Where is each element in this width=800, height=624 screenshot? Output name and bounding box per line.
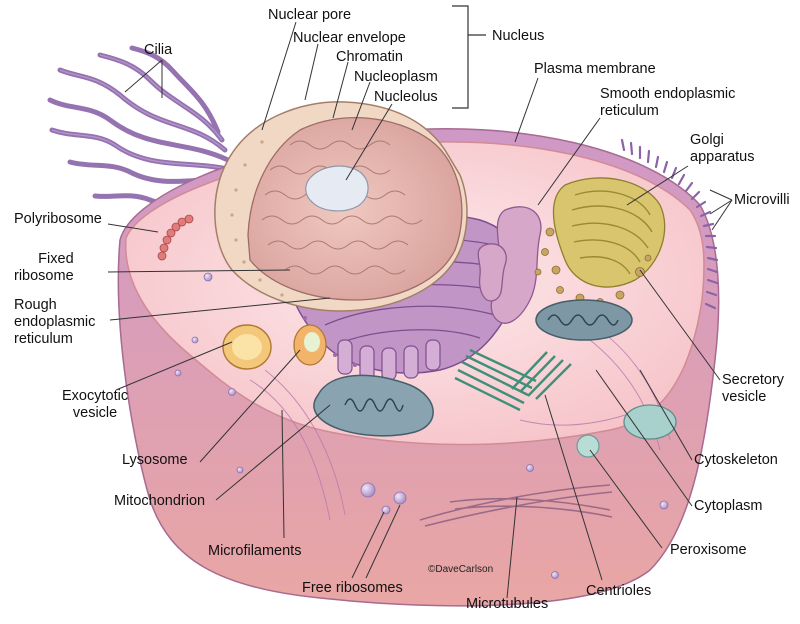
leader-lines	[107, 21, 733, 599]
label-centrioles: Centrioles	[586, 583, 652, 599]
label-fixed-ribosome: Fixed ribosome	[14, 251, 74, 284]
nucleus-bracket	[452, 5, 486, 109]
label-rough-er: Rough endoplasmic reticulum	[14, 297, 96, 347]
golgi-body	[534, 177, 666, 316]
label-nucleolus: Nucleolus	[374, 89, 438, 105]
label-smooth-er: Smooth endoplasmic reticulum	[600, 86, 736, 119]
label-nuclear-pore: Nuclear pore	[268, 7, 352, 23]
label-mitochondrion: Mitochondrion	[114, 493, 206, 509]
microvilli-fringe	[620, 138, 719, 310]
mitochondrion-top	[535, 299, 633, 341]
label-microfilaments: Microfilaments	[208, 543, 302, 559]
label-polyribosome: Polyribosome	[14, 211, 102, 227]
label-chromatin: Chromatin	[336, 49, 403, 65]
label-lysosome: Lysosome	[122, 452, 188, 468]
label-golgi-apparatus: Golgi apparatus	[690, 132, 755, 165]
label-secretory-vesicle: Secretory vesicle	[722, 372, 785, 405]
label-free-ribosomes: Free ribosomes	[302, 580, 403, 596]
label-exocytotic-vesicle: Exocytotic vesicle	[62, 388, 129, 421]
label-plasma-membrane: Plasma membrane	[534, 61, 656, 77]
label-microvilli: Microvilli	[734, 192, 790, 208]
nucleus-body	[214, 101, 468, 312]
polyribosome-chain	[157, 214, 194, 261]
mitochondrion-front	[313, 374, 434, 437]
label-peroxisome: Peroxisome	[670, 542, 747, 558]
peroxisome-large	[623, 404, 677, 440]
label-nucleus: Nucleus	[492, 28, 545, 44]
label-cilia: Cilia	[144, 42, 173, 58]
credit-text: ©DaveCarlson	[428, 564, 494, 575]
label-nucleoplasm: Nucleoplasm	[354, 69, 438, 85]
centriole-bundle	[454, 348, 572, 412]
label-cytoplasm: Cytoplasm	[694, 498, 763, 514]
label-cytoskeleton: Cytoskeleton	[694, 452, 778, 468]
label-microtubules: Microtubules	[466, 596, 549, 612]
smooth-er	[477, 206, 542, 324]
peroxisome-small	[576, 434, 600, 458]
label-nuclear-envelope: Nuclear envelope	[293, 30, 406, 46]
